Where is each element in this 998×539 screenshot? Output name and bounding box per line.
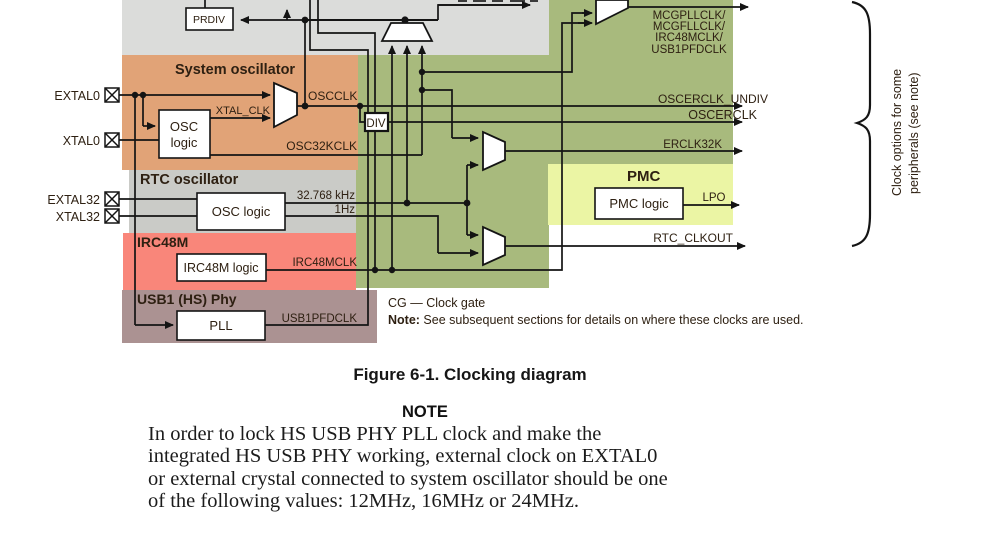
mcg-out-label-2: MCGFLLCLK/ xyxy=(653,21,726,33)
pll-ref-mux xyxy=(380,22,434,42)
logic-boxes xyxy=(158,7,684,341)
rtc-1hz-label: 1Hz xyxy=(335,204,356,216)
system-osc-mux xyxy=(273,81,298,129)
wires xyxy=(119,0,749,329)
clipped-text-remnant xyxy=(458,0,538,2)
div-box-label: DIV xyxy=(366,118,386,130)
rtc-clkout-mux xyxy=(482,225,506,267)
osc32kclk-label: OSC32KCLK xyxy=(286,139,357,153)
brace-label-line2: peripherals (see note) xyxy=(907,72,921,194)
pads xyxy=(104,87,120,224)
extal0-pad xyxy=(104,87,120,103)
pll-box xyxy=(176,310,266,341)
xtal0-label: XTAL0 xyxy=(63,134,100,148)
usb1-phy-heading: USB1 (HS) Phy xyxy=(137,291,237,307)
cg-legend: CG — Clock gate xyxy=(388,296,485,310)
note-legend: Note: See subsequent sections for detail… xyxy=(388,313,804,327)
brace-label-line1: Clock options for some xyxy=(890,69,904,196)
rtc-osc-logic-label: OSC logic xyxy=(212,204,271,219)
irc48m-heading: IRC48M xyxy=(137,234,188,250)
note-legend-label: Note: xyxy=(388,313,420,327)
note-line-4: of the following values: 12MHz, 16MHz or… xyxy=(148,490,580,513)
usb1pfdclk-label: USB1PFDCLK xyxy=(282,313,358,325)
mcg-out-label-3: IRC48MCLK/ xyxy=(655,32,724,44)
extal32-pad xyxy=(104,191,120,207)
junction-dots xyxy=(131,16,471,274)
note-paragraph: In order to lock HS USB PHY PLL clock an… xyxy=(148,423,888,513)
prdiv-box-label: PRDIV xyxy=(193,14,225,26)
osc-logic-line2: logic xyxy=(171,135,198,150)
peripheral-clock-mux xyxy=(595,0,629,26)
prdiv-box xyxy=(185,7,234,31)
irc48m-logic-label: IRC48M logic xyxy=(183,261,258,275)
oscclk-label: OSCCLK xyxy=(308,89,357,103)
rtc-clkout-label: RTC_CLKOUT xyxy=(653,231,733,245)
xtal0-pad xyxy=(104,132,120,148)
note-heading: NOTE xyxy=(402,403,448,421)
rtc-osc-logic-box xyxy=(196,192,286,231)
note-line-3: or external crystal connected to system … xyxy=(148,467,668,490)
erclk32k-label: ERCLK32K xyxy=(663,139,722,151)
pmc-heading: PMC xyxy=(627,168,661,185)
rtc-oscillator-heading: RTC oscillator xyxy=(140,172,239,188)
group-brace xyxy=(851,0,872,248)
irc48m-logic-box xyxy=(176,253,267,282)
note-legend-text: See subsequent sections for details on w… xyxy=(420,313,804,327)
xtal32-pad xyxy=(104,208,120,224)
clocking-diagram: EXTAL0 XTAL0 EXTAL32 XTAL32 System oscil… xyxy=(47,0,921,343)
rtc-32k-label: 32.768 kHz xyxy=(297,190,355,202)
oscerclk-undiv-label: OSCERCLK_UNDIV xyxy=(658,92,768,106)
xtal-clk-label: XTAL_CLK xyxy=(216,105,271,117)
note-line-2: integrated HS USB PHY working, external … xyxy=(148,445,658,468)
pmc-logic-box xyxy=(594,187,684,220)
extal0-label: EXTAL0 xyxy=(54,89,100,103)
figure-caption: Figure 6-1. Clocking diagram xyxy=(353,365,587,384)
pll-box-label: PLL xyxy=(209,318,232,333)
div-box xyxy=(363,111,390,133)
erclk32k-mux xyxy=(482,130,506,172)
note-line-1: In order to lock HS USB PHY PLL clock an… xyxy=(148,423,602,445)
oscerclk-label: OSCERCLK xyxy=(688,108,757,122)
system-oscillator-heading: System oscillator xyxy=(175,62,295,78)
system-osc-logic-box xyxy=(158,109,211,159)
muxes xyxy=(273,0,629,267)
xtal32-label: XTAL32 xyxy=(56,210,100,224)
irc48mclk-label: IRC48MCLK xyxy=(292,257,357,269)
mcg-out-label-4: USB1PFDCLK xyxy=(651,44,727,56)
lpo-label: LPO xyxy=(702,192,725,204)
osc-logic-line1: OSC xyxy=(170,119,198,134)
mcg-out-label-1: MCGPLLCLK/ xyxy=(653,10,727,22)
extal32-label: EXTAL32 xyxy=(47,193,100,207)
pmc-logic-label: PMC logic xyxy=(609,196,669,211)
